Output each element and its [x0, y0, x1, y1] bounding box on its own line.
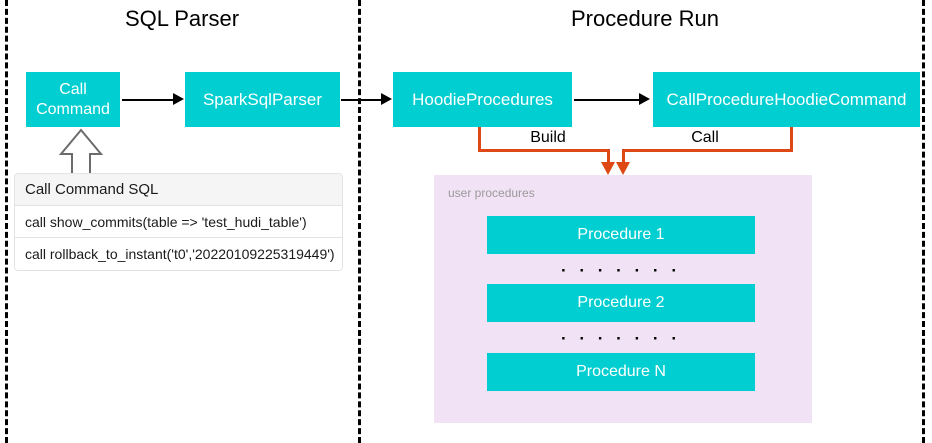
build-edge-vertical-right: [607, 149, 610, 168]
build-edge-arrowhead: [601, 162, 615, 175]
section-divider-middle: [358, 0, 361, 443]
edge-label-call: Call: [670, 129, 740, 147]
sql-table-row[interactable]: call show_commits(table => 'test_hudi_ta…: [15, 206, 342, 238]
section-divider-left: [5, 0, 8, 443]
call-edge-arrowhead: [616, 162, 630, 175]
node-spark-sql-parser[interactable]: SparkSqlParser: [185, 72, 340, 127]
procedure-item-1[interactable]: Procedure 1: [487, 216, 755, 254]
section-title-procedure-run: Procedure Run: [571, 6, 719, 31]
section-title-sql-parser: SQL Parser: [124, 6, 240, 31]
call-edge-horizontal: [622, 149, 793, 152]
procedure-item-2[interactable]: Procedure 2: [487, 284, 755, 322]
node-call-command-label-line2: Command: [36, 100, 110, 118]
edge-label-build: Build: [513, 129, 583, 147]
procedure-item-n-label: Procedure N: [576, 363, 666, 380]
node-call-procedure-hoodie-command[interactable]: CallProcedureHoodieCommand: [653, 72, 920, 127]
call-edge-vertical-right: [790, 127, 793, 152]
arrow-hoodieprocedures-to-callprocedurehoodiecommand-line: [574, 99, 640, 101]
node-call-command[interactable]: Call Command: [26, 72, 120, 127]
node-call-command-label-line1: Call: [59, 80, 87, 98]
procedure-item-n[interactable]: Procedure N: [487, 353, 755, 391]
node-call-procedure-hoodie-command-label: CallProcedureHoodieCommand: [666, 89, 907, 109]
arrow-callcommand-to-sparksqlparser-line: [122, 99, 174, 101]
section-divider-right: [922, 0, 925, 443]
user-procedures-panel-label: user procedures: [448, 186, 535, 200]
node-hoodie-procedures[interactable]: HoodieProcedures: [393, 72, 572, 127]
node-spark-sql-parser-label: SparkSqlParser: [202, 89, 323, 109]
procedure-ellipsis-1: · · · · · · ·: [561, 261, 681, 280]
build-edge-vertical-left: [478, 127, 481, 152]
call-edge-vertical-left: [622, 149, 625, 168]
build-edge-horizontal: [478, 149, 610, 152]
arrow-sparksqlparser-to-hoodieprocedures-line: [341, 99, 383, 101]
node-hoodie-procedures-label: HoodieProcedures: [412, 89, 553, 109]
call-command-sql-table: Call Command SQL call show_commits(table…: [14, 173, 343, 271]
arrow-callcommand-to-sparksqlparser-head: [173, 93, 184, 105]
sql-table-header: Call Command SQL: [15, 174, 342, 206]
sql-table-row[interactable]: call rollback_to_instant('t0','202201092…: [15, 238, 342, 270]
hollow-up-arrow-icon: [58, 128, 104, 176]
procedure-ellipsis-2: · · · · · · ·: [561, 329, 681, 348]
procedure-item-2-label: Procedure 2: [577, 294, 665, 311]
procedure-item-1-label: Procedure 1: [577, 226, 665, 243]
arrow-sparksqlparser-to-hoodieprocedures-head: [381, 93, 392, 105]
arrow-hoodieprocedures-to-callprocedurehoodiecommand-head: [639, 93, 650, 105]
